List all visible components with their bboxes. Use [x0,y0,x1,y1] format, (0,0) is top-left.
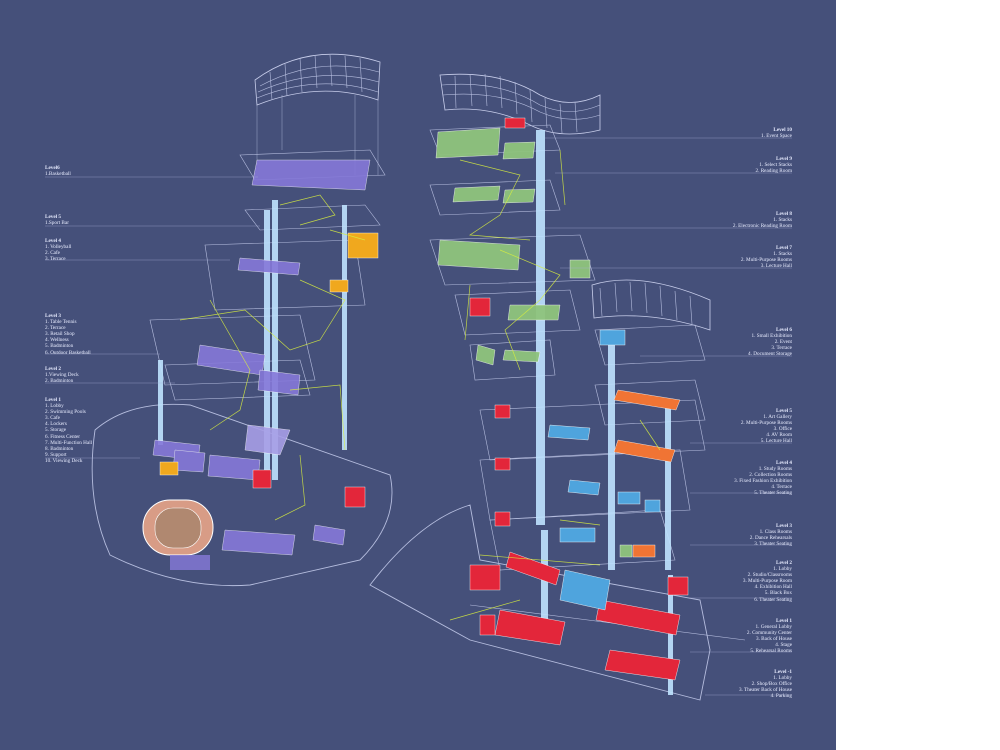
level-label-right-5: Level 5 1. Art Gallery 2. Multi-Purpose … [740,408,792,445]
left-roof-grid [254,53,381,106]
level-label-right-6: Level 6 1. Small Exhibition 2. Event 3. … [748,327,792,358]
level-label-right-8: Level 8 1. Stacks 2. Electronic Reading … [732,211,792,230]
right-roof-grid [439,73,601,135]
running-track [142,499,214,570]
level-label-right-7: Level 7 1. Stacks 2. Multi-Purpose Rooms… [740,245,792,270]
level-label-right-minus-1: Level -1 1. Lobby 2. Shop/Box Office 3. … [738,669,792,700]
level-label-right-2: Level 2 1. Lobby 2. Studio/Classrooms 3.… [742,560,792,603]
level-label-left-6: Level6 1.Basketball [45,165,71,178]
level-label-right-1: Level 1 1. General Lobby 2. Community Ce… [746,618,792,655]
columns [158,130,673,695]
level-label-left-4: Level 4 1. Volleyball 2. Cafe 3. Terrace [45,238,72,263]
diagram-canvas: Level6 1.Basketball Level 5 1.Sport Bar … [0,0,836,750]
level-label-left-1: Level 1 1. Lobby 2. Swimming Pools 3. Ca… [45,397,93,464]
level-label-left-5: Level 5 1.Sport Bar [45,214,69,227]
circulation-guides [179,149,661,621]
axonometric-drawing [45,53,792,701]
label-leaders [45,137,792,696]
level-label-left-3: Level 3 1. Table Tennis 2. Terrace 3. Re… [45,313,91,356]
level-label-right-3: Level 3 1. Class Rooms 2. Dance Rehearsa… [749,523,792,548]
program-blocks [152,117,689,681]
level-label-right-10: Level 10 1. Event Space [761,127,792,140]
level-label-right-9: Level 9 1. Select Stacks 2. Reading Room [755,156,792,175]
level-label-right-4: Level 4 1. Study Rooms 2. Collection Roo… [734,460,792,497]
level-label-left-2: Level 2 1.Viewing Deck 2. Badminton [45,366,79,385]
